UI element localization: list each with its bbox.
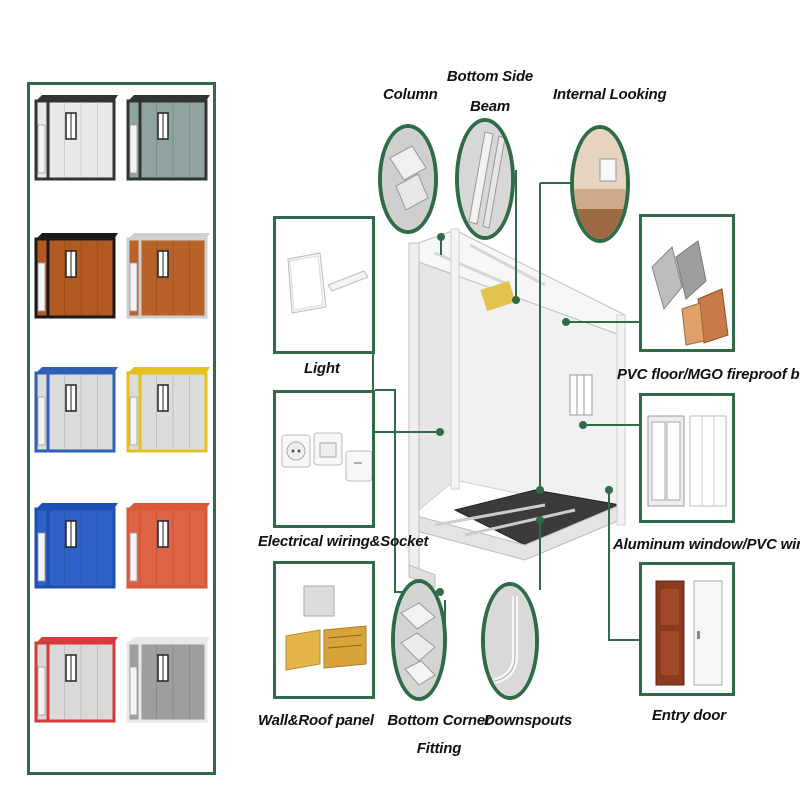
container-variant xyxy=(126,637,210,723)
bottom-corner-fitting-detail xyxy=(391,579,447,701)
bottom-side-beam-detail xyxy=(455,118,515,240)
label-bottom-side-beam-2: Beam xyxy=(469,98,511,115)
label-light: Light xyxy=(304,360,340,377)
label-downspouts: Downspouts xyxy=(484,712,572,729)
container-variant xyxy=(34,503,118,589)
label-entry-door: Entry door xyxy=(652,707,726,724)
container-variants-panel xyxy=(27,82,216,775)
container-variant xyxy=(126,233,210,319)
label-wall-roof: Wall&Roof panel xyxy=(258,712,374,729)
label-pvc-floor: PVC floor/MGO fireproof board xyxy=(617,366,800,383)
container-variant xyxy=(34,233,118,319)
container-variant xyxy=(34,637,118,723)
column-detail xyxy=(378,124,438,234)
label-aluminum-window: Aluminum window/PVC window xyxy=(613,536,800,553)
column-icon xyxy=(382,128,434,230)
socket-icon xyxy=(281,432,372,482)
container-variant xyxy=(126,503,210,589)
beam-icon xyxy=(459,122,511,236)
label-bottom-side-beam-1: Bottom Side xyxy=(446,68,534,85)
corner-fitting-icon xyxy=(395,583,443,697)
window-icon xyxy=(647,415,727,507)
entry-door-panel xyxy=(639,562,735,696)
sandwich-panel-icon xyxy=(285,585,367,671)
label-bottom-corner-2: Fitting xyxy=(416,740,462,757)
container-frame-illustration xyxy=(408,228,626,588)
interior-icon xyxy=(574,129,626,239)
internal-looking-detail xyxy=(570,125,630,243)
label-electrical: Electrical wiring&Socket xyxy=(258,533,429,550)
label-bottom-corner-1: Bottom Corner xyxy=(387,712,491,729)
light-fixture-icon xyxy=(287,252,369,314)
container-variant xyxy=(126,367,210,453)
container-variant xyxy=(126,95,210,181)
door-icon xyxy=(655,580,723,686)
pvc-floor-panel xyxy=(639,214,735,352)
container-variant xyxy=(34,367,118,453)
label-internal-looking: Internal Looking xyxy=(553,86,667,103)
wall-roof-panel xyxy=(273,561,375,699)
downspouts-detail xyxy=(481,582,539,700)
container-variant xyxy=(34,95,118,181)
label-column: Column xyxy=(383,86,438,103)
downspout-icon xyxy=(485,586,535,696)
light-panel xyxy=(273,216,375,354)
floor-board-icon xyxy=(651,240,729,346)
aluminum-window-panel xyxy=(639,393,735,523)
electrical-panel xyxy=(273,390,375,528)
container-variants-grid xyxy=(34,95,210,723)
